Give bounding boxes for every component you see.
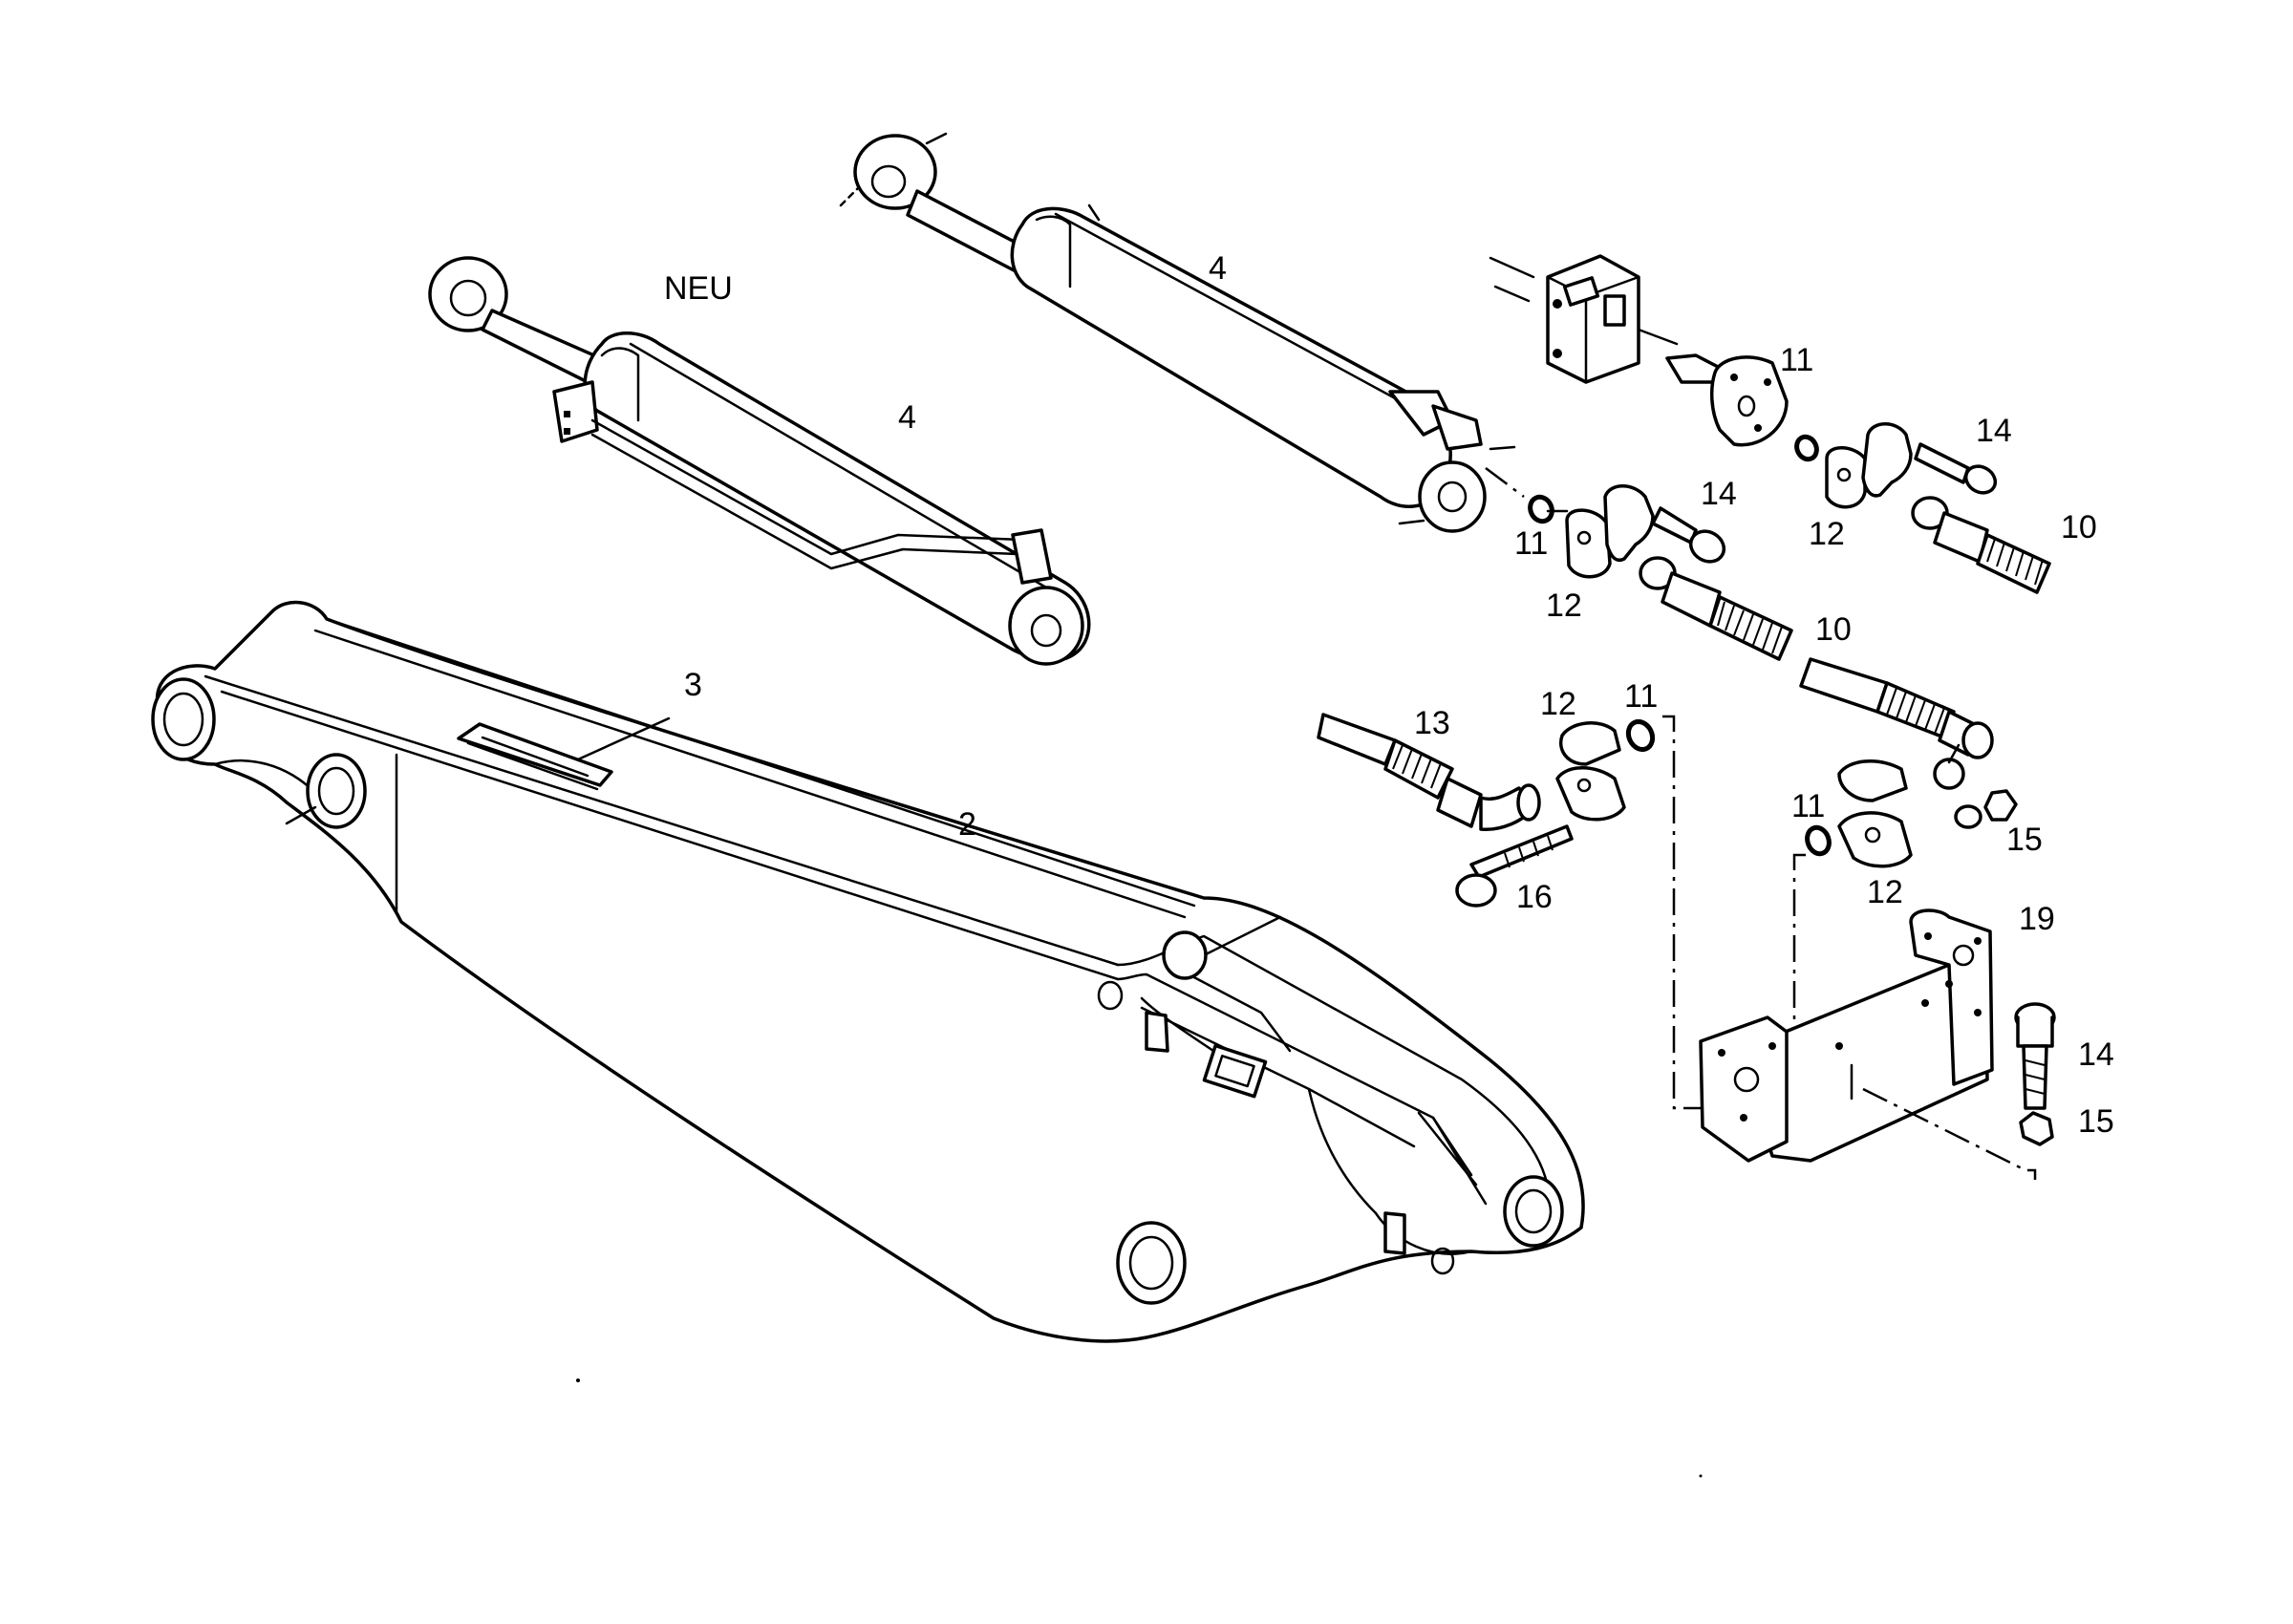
callout-clamp-b: 12: [1809, 516, 1845, 552]
callout-bolt-b: 14: [1976, 413, 2012, 449]
callout-strap: 3: [684, 667, 702, 703]
speck: [1699, 1474, 1703, 1478]
callout-clamp-c: 12: [1540, 686, 1576, 722]
callout-cyl-upper: 4: [1209, 250, 1227, 287]
mounting-bracket: [1699, 908, 2056, 1180]
callout-labels: NEU 4 4 3 2 11 12 14 10 11 12 14 10 13 12 11 16 11 12 15 19 1…: [664, 250, 2114, 1140]
hydraulic-cylinder-neu: [428, 256, 1091, 666]
callout-ring-b: 11: [1780, 342, 1813, 378]
callout-bolt-a: 14: [1701, 476, 1737, 512]
fittings-group-a: [1485, 467, 1793, 661]
callout-hose-b: 10: [2061, 509, 2097, 545]
leader-lines: [576, 509, 1569, 761]
callout-bolt-c: 16: [1516, 879, 1553, 915]
callout-nut-b: 15: [2078, 1103, 2114, 1140]
hydraulic-cylinder-upper: [839, 132, 1516, 533]
boom-arm: [151, 600, 1585, 1343]
hose-assembly-lower: [1799, 657, 1994, 790]
fittings-group-c: [1455, 715, 1701, 1110]
callout-ring-d: 11: [1791, 788, 1825, 824]
callout-bolt-d: 14: [2078, 1036, 2114, 1073]
callout-boom: 2: [958, 806, 976, 843]
callout-cyl-lower: 4: [898, 399, 916, 436]
callout-ring-c: 11: [1624, 678, 1658, 715]
callout-hose-c: 13: [1414, 705, 1450, 741]
callout-ring-a: 11: [1514, 525, 1548, 562]
fittings-group-d: [1792, 759, 2018, 1022]
speck: [576, 1378, 580, 1382]
valve-block: [1489, 254, 1789, 447]
callout-bracket: 19: [2019, 901, 2055, 937]
callout-hose-a: 10: [1815, 611, 1852, 648]
callout-neu: NEU: [664, 270, 733, 307]
callout-clamp-d: 12: [1867, 874, 1903, 910]
callout-nut-a: 15: [2006, 822, 2043, 858]
callout-clamp-a: 12: [1546, 588, 1582, 624]
fittings-group-b: [1794, 422, 2051, 594]
hose-assembly-elbow: [1317, 713, 1541, 831]
